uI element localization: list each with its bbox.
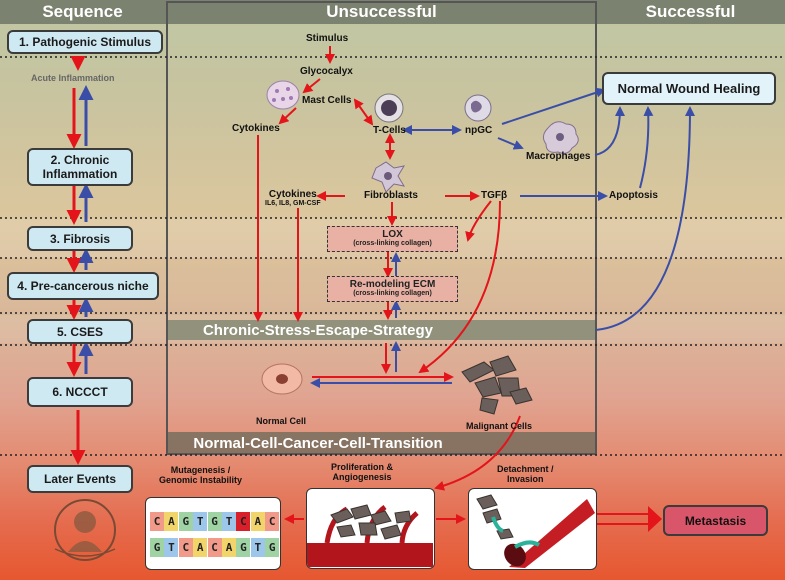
dna-base: G [178,512,193,531]
dna-base: T [250,538,265,557]
fibroblasts-label: Fibroblasts [364,190,418,201]
fibrosis-box: 3. Fibrosis [27,226,133,251]
remodel-sub: (cross-linking collagen) [353,290,432,297]
successful-header: Successful [645,2,736,21]
mutagenesis-label: Mutagenesis / Genomic Instability [159,465,242,485]
dna-base: A [222,538,236,557]
dna-base: A [193,538,208,557]
mast-cell-icon [266,80,300,110]
invasion-illustration [476,494,595,568]
proliferation-label: Proliferation & Angiogenesis [331,462,393,482]
dna-base: C [236,512,251,531]
cytokines-label: Cytokines [232,123,280,134]
npgc-label: npGC [465,125,493,136]
nccct-box: 6. NCCCT [27,377,133,407]
t-cells-label: T-Cells [373,125,406,136]
dna-base: C [207,538,222,557]
tgfb-label: TGFβ [481,190,508,201]
macrophage-icon [542,121,579,154]
remodeling-ecm-box: Re-modeling ECM (cross-linking collagen) [327,276,458,302]
later-events-box: Later Events [27,465,133,493]
angiogenesis-illustration [307,504,433,567]
dna-base: G [150,538,164,557]
glycocalyx-label: Glycocalyx [300,66,353,77]
malignant-cells-label: Malignant Cells [466,421,533,431]
dna-base: C [265,512,280,531]
detachment-label: Detachment / Invasion [497,464,554,484]
nccct-band: Normal-Cell-Cancer-Cell-Transition [193,434,443,452]
precancerous-niche-box: 4. Pre-cancerous niche [7,272,159,300]
lox-sub: (cross-linking collagen) [353,240,432,247]
metastasis-box: Metastasis [663,505,768,536]
sequence-header: Sequence [42,2,123,21]
pathogenic-stimulus-box: 1. Pathogenic Stimulus [7,30,163,54]
normal-cell-icon [261,363,303,395]
dna-base: T [222,512,236,531]
dna-base: A [250,512,265,531]
detachment-line2: Invasion [507,474,544,484]
dna-base: C [178,538,193,557]
dna-base: T [193,512,208,531]
cses-band: Chronic-Stress-Escape-Strategy [202,321,434,339]
acute-inflammation-label: Acute Inflammation [31,73,115,83]
dna-base: C [150,512,164,531]
lox-box: LOX (cross-linking collagen) [327,226,458,252]
remodel-text: Re-modeling ECM [349,279,436,290]
academy-logo-seal [54,499,116,561]
lox-text: LOX [382,229,403,240]
fibroblast-icon [371,161,406,193]
chronic-line1: 2. Chronic [50,153,110,167]
invasion-panel [468,488,597,570]
proliferation-line1: Proliferation & [331,462,394,472]
dna-base: G [207,512,222,531]
cytokines-il-label: Cytokines IL6, IL8, GM-CSF [265,189,321,207]
apoptosis-label: Apoptosis [609,190,658,201]
cytokines2-sub: IL6, IL8, GM-CSF [265,200,321,207]
unsuccessful-header: Unsuccessful [326,2,437,21]
dna-base: G [265,538,280,557]
mast-cells-label: Mast Cells [302,95,352,106]
proliferation-panel [306,488,435,569]
detachment-line1: Detachment / [497,464,554,474]
normal-cell-label: Normal Cell [256,416,307,426]
dna-base: T [164,538,179,557]
stimulus-label: Stimulus [306,33,349,44]
cses-box: 5. CSES [27,319,133,344]
chronic-inflammation-box: 2. Chronic Inflammation [27,148,133,186]
malignant-cells-icon [461,355,533,415]
dna-base: A [164,512,179,531]
cytokines2-text: Cytokines [268,189,317,200]
chronic-line2: Inflammation [42,167,118,181]
dna-base: G [236,538,251,557]
macrophages-label: Macrophages [526,151,591,162]
npgc-cell-icon [464,94,492,122]
mutagenesis-line2: Genomic Instability [159,475,243,485]
t-cell-icon [374,93,404,123]
mutagenesis-line1: Mutagenesis / [170,465,231,475]
proliferation-line2: Angiogenesis [332,472,392,482]
normal-wound-healing-box: Normal Wound Healing [602,72,776,105]
